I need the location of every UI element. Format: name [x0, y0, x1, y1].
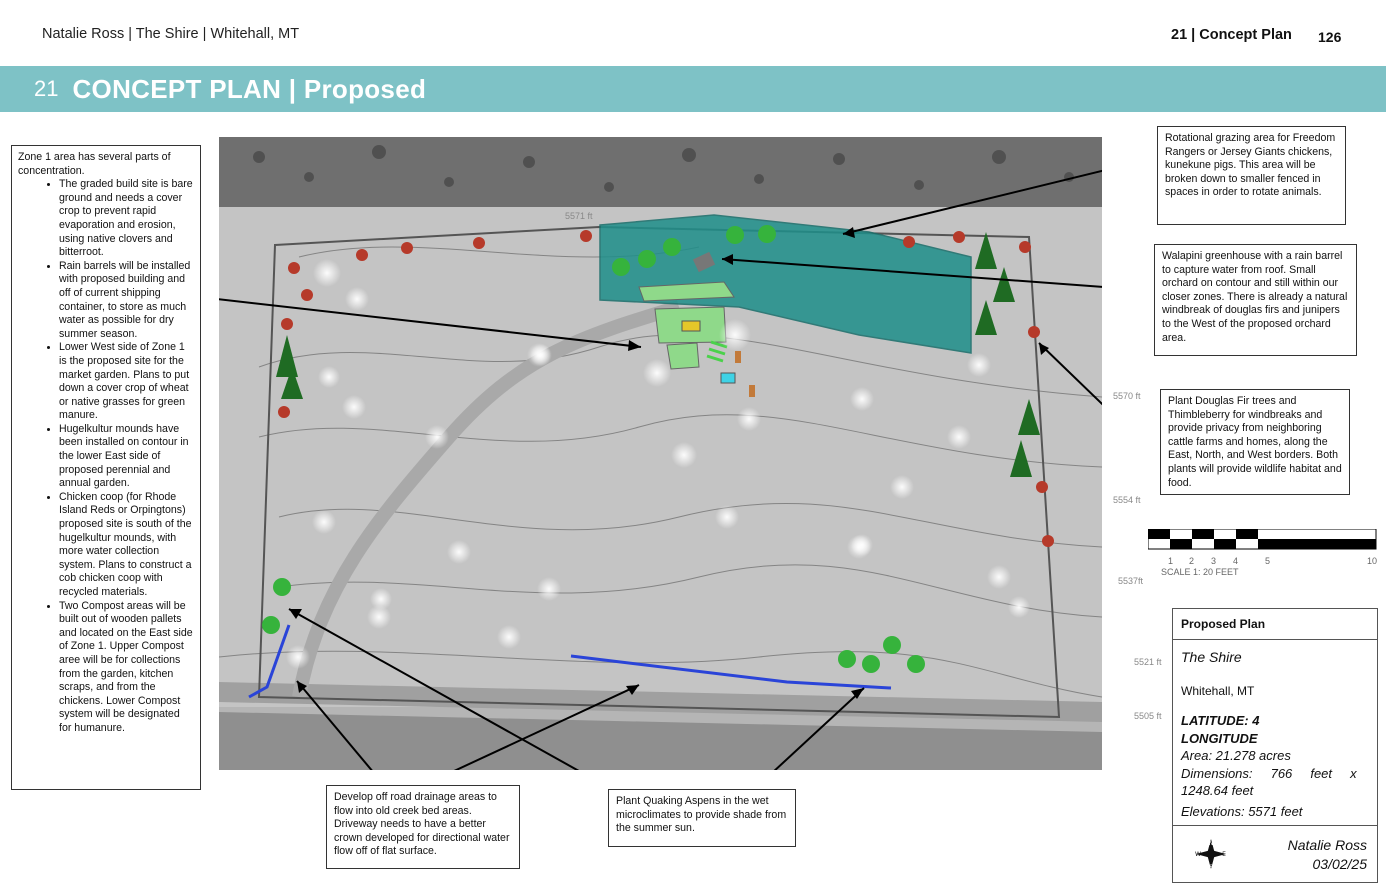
dark-hillside — [219, 137, 1102, 207]
list-item: The graded build site is bare ground and… — [59, 178, 194, 260]
arrow-heads — [289, 227, 1049, 699]
thimbleberry-shrubs — [278, 230, 1054, 547]
area-value: Area: 21.278 acres — [1181, 748, 1291, 763]
compass-rose-icon: N E S W — [1195, 839, 1226, 871]
elevation-label: 5505 ft — [1134, 711, 1162, 721]
site-map-drawing — [219, 137, 1102, 770]
contour-lines — [219, 246, 1102, 698]
header-section-title: 21 | Concept Plan — [1171, 27, 1292, 43]
list-item: Hugelkultur mounds have been installed o… — [59, 423, 194, 491]
title-block: Proposed Plan The Shire Whitehall, MT LA… — [1172, 608, 1378, 883]
drainage-callout: Develop off road drainage areas to flow … — [326, 785, 520, 869]
elevation-value: Elevations: 5571 feet — [1181, 803, 1303, 819]
elevation-label: 5571 ft — [565, 211, 593, 221]
title-bar: 21 CONCEPT PLAN | Proposed — [0, 66, 1386, 112]
garden-bed — [638, 281, 735, 302]
zone-1-notes: Zone 1 area has several parts of concent… — [11, 145, 201, 790]
scale-tick: 10 — [1367, 556, 1378, 566]
site-stats: LATITUDE: 4 LONGITUDE Area: 21.278 acres… — [1173, 698, 1377, 820]
shrub-texture — [253, 145, 1074, 192]
section-number: 21 — [34, 76, 59, 101]
dimensions-value: Dimensions: 766 feet x 1248.64 feet — [1181, 765, 1361, 799]
title-block-footer: N E S W Natalie Ross 03/02/25 — [1173, 825, 1377, 883]
list-item: Chicken coop (for Rhode Island Reds or O… — [59, 491, 194, 600]
author-block: Natalie Ross 03/02/25 — [1288, 836, 1367, 874]
site-location: Whitehall, MT — [1181, 684, 1255, 698]
list-item: Lower West side of Zone 1 is the propose… — [59, 341, 194, 423]
scale-bar: 1 2 3 4 5 10 — [1147, 528, 1378, 581]
zone-1-intro: Zone 1 area has several parts of concent… — [18, 151, 171, 177]
site-name: The Shire — [1181, 649, 1242, 665]
douglas-fir-trees — [276, 232, 1040, 477]
site-map — [219, 137, 1102, 770]
zone-1-list: The graded build site is bare ground and… — [18, 178, 194, 735]
rain-barrel — [720, 372, 736, 384]
elevation-label: 5537ft — [1118, 576, 1144, 586]
compass-letter: E — [1222, 851, 1226, 858]
grazing-callout: Rotational grazing area for Freedom Rang… — [1157, 126, 1346, 225]
scale-tick: 3 — [1211, 556, 1217, 566]
compost-upper — [735, 351, 741, 363]
property-boundary — [257, 225, 1061, 719]
compass-letter: N — [1209, 840, 1214, 847]
title-block-heading: Proposed Plan — [1173, 609, 1377, 640]
garden-bed — [666, 342, 700, 370]
latitude-label: LATITUDE: — [1181, 713, 1249, 728]
lower-road — [219, 712, 1102, 770]
scale-label: SCALE 1: 20 FEET — [1161, 567, 1239, 577]
scale-tick: 1 — [1168, 556, 1174, 566]
author-name: Natalie Ross — [1287, 837, 1367, 853]
compass-letter: S — [1209, 864, 1213, 871]
grazing-area — [599, 214, 972, 354]
compass-letter: W — [1195, 851, 1201, 858]
aspens-callout: Plant Quaking Aspens in the wet microcli… — [608, 789, 796, 847]
coop-site — [681, 320, 701, 332]
drainage-swales — [248, 624, 892, 699]
scale-tick: 5 — [1265, 556, 1271, 566]
header-project-line: Natalie Ross | The Shire | Whitehall, MT — [42, 26, 300, 42]
scale-bar-graphic — [1147, 528, 1377, 550]
elevation-label: 5521 ft — [1134, 657, 1162, 667]
aspen-trees — [262, 225, 925, 673]
planting-spots — [286, 259, 1030, 669]
callout-arrows — [219, 169, 1102, 770]
page-number: 126 — [1318, 29, 1342, 45]
latitude-value: 4 — [1252, 713, 1260, 728]
elevation-label: 5570 ft — [1113, 391, 1141, 401]
douglas-fir-callout: Plant Douglas Fir trees and Thimbleberry… — [1160, 389, 1350, 495]
scale-tick: 4 — [1233, 556, 1239, 566]
longitude-label: LONGITUDE — [1181, 730, 1258, 746]
scale-tick: 2 — [1189, 556, 1195, 566]
walapini-greenhouse — [692, 251, 716, 273]
list-item: Rain barrels will be installed with prop… — [59, 260, 194, 342]
page-title: CONCEPT PLAN | Proposed — [72, 73, 427, 104]
plan-date: 03/02/25 — [1312, 856, 1368, 872]
elevation-label: 5554 ft — [1113, 495, 1141, 505]
walapini-callout: Walapini greenhouse with a rain barrel t… — [1154, 244, 1357, 356]
list-item: Two Compost areas will be built out of w… — [59, 600, 194, 736]
compost-lower — [749, 385, 755, 397]
